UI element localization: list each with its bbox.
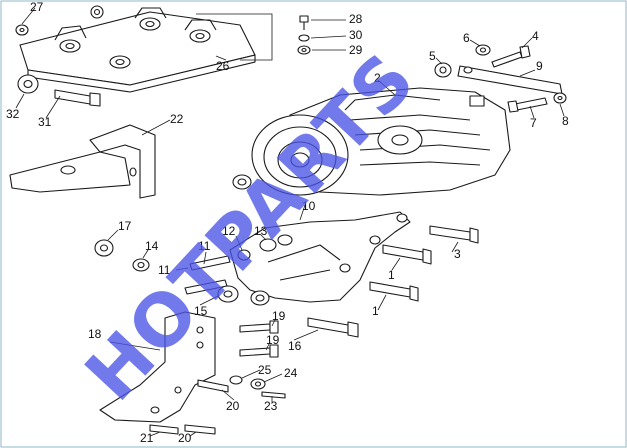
washer-part-30 (298, 34, 310, 42)
nut-part-17 (94, 239, 114, 257)
bolt-part-19-lower (239, 344, 279, 358)
callout-13: 13 (254, 224, 268, 238)
callout-11-upper: 11 (198, 239, 211, 253)
washer-part-12 (237, 249, 251, 261)
mounting-bracket-part-26 (19, 7, 256, 93)
callout-31: 31 (38, 115, 52, 129)
washer-part-8 (553, 92, 567, 104)
callout-22: 22 (170, 112, 184, 126)
bolt-part-20-lower (184, 424, 216, 435)
washer-part-6 (475, 44, 491, 56)
callout-23: 23 (264, 399, 278, 413)
callout-25: 25 (258, 363, 272, 377)
spacer-part-13 (259, 238, 277, 252)
alternator-part-2 (232, 87, 511, 196)
bolt-part-4 (491, 45, 531, 68)
leader-lines (15, 7, 565, 437)
callout-20-lower: 20 (178, 431, 192, 445)
callout-19-lower: 19 (266, 333, 280, 347)
bolt-part-20-upper (197, 379, 229, 393)
callout-29: 29 (349, 43, 363, 57)
callout-20-upper: 20 (226, 399, 240, 413)
callout-5: 5 (429, 49, 436, 63)
callout-28: 28 (349, 12, 363, 26)
mounting-bracket-part-10 (229, 211, 411, 306)
callout-1-upper: 1 (388, 268, 395, 282)
bolt-part-7 (507, 97, 548, 113)
callout-2: 2 (374, 71, 381, 85)
bolt-part-11-upper (189, 255, 231, 271)
washer-part-24 (250, 378, 266, 390)
callout-6: 6 (463, 31, 470, 45)
screw-part-28 (299, 15, 309, 30)
bolt-part-19-upper (239, 320, 279, 334)
callout-14: 14 (145, 239, 159, 253)
callout-21: 21 (140, 431, 154, 445)
callout-8: 8 (562, 114, 569, 128)
callout-26: 26 (216, 59, 230, 73)
nut-part-27 (90, 5, 104, 19)
bracket-part-22 (9, 124, 156, 199)
washer-part-27 (15, 24, 29, 36)
bolt-part-1-lower (369, 281, 419, 302)
callout-1-lower: 1 (372, 304, 379, 318)
callout-labels: 27 26 28 30 29 2 5 6 4 9 7 8 22 32 31 10… (6, 0, 569, 445)
nut-part-32 (17, 74, 39, 94)
bushing-part-5 (434, 62, 452, 78)
plate-part-18 (99, 311, 216, 423)
callout-3: 3 (454, 247, 461, 261)
adjusting-strap-part-9 (457, 65, 563, 95)
callout-4: 4 (532, 29, 539, 43)
bolt-part-31 (54, 89, 101, 107)
bolt-part-3 (429, 225, 479, 244)
callout-32: 32 (6, 107, 20, 121)
washer-part-14 (132, 258, 150, 272)
callout-19-upper: 19 (272, 309, 286, 323)
bushing-part-15 (217, 285, 239, 303)
callout-18: 18 (88, 327, 102, 341)
callout-17: 17 (118, 219, 132, 233)
callout-10: 10 (302, 199, 316, 213)
callout-27: 27 (30, 0, 44, 14)
callout-7: 7 (530, 116, 537, 130)
callout-24: 24 (284, 366, 298, 380)
screw-part-23 (261, 391, 286, 399)
washer-part-25 (229, 375, 243, 385)
bolt-part-1-upper (382, 244, 432, 265)
washer-part-29 (297, 45, 311, 55)
callout-9: 9 (536, 59, 543, 73)
callout-15: 15 (194, 304, 208, 318)
callout-30: 30 (349, 28, 363, 42)
bolt-part-16 (307, 317, 359, 338)
callout-11-lower: 11 (158, 263, 171, 277)
callout-12: 12 (222, 224, 236, 238)
bolt-part-21 (149, 424, 179, 435)
callout-16: 16 (288, 339, 302, 353)
